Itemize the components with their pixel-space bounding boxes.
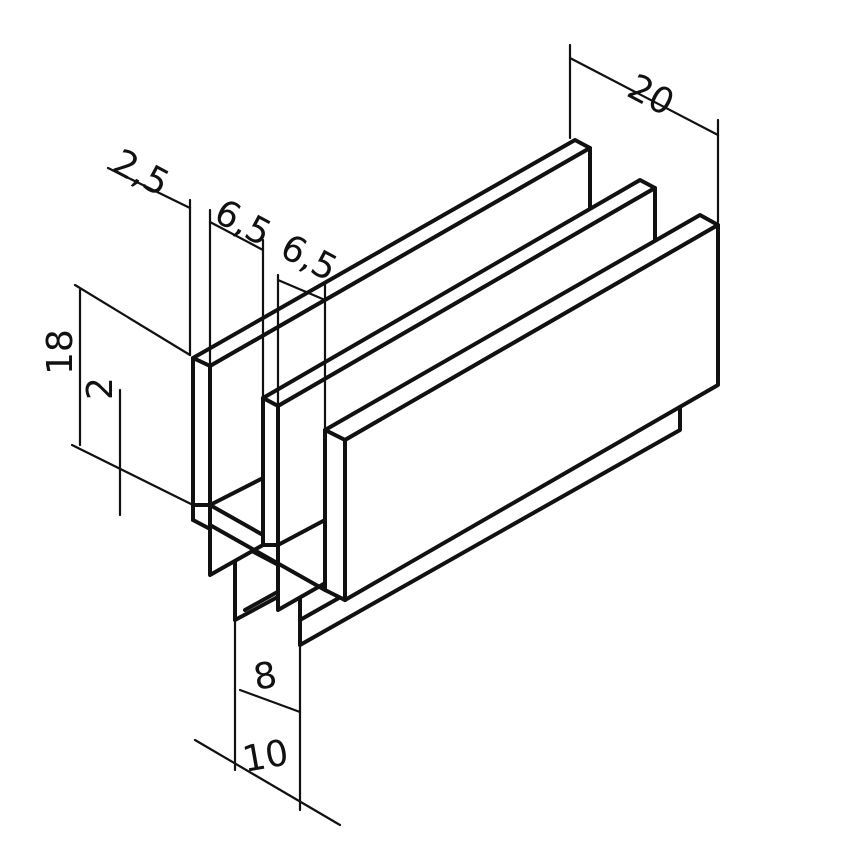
dim-stem-inner: 8 (250, 655, 280, 699)
dim-width-total: 20 (621, 67, 681, 125)
dim-base-thickness: 2 (80, 377, 121, 400)
dim-channel-1: 6,5 (208, 192, 278, 255)
dim-height: 18 (40, 329, 81, 375)
dim-stem-outer: 10 (239, 733, 291, 781)
dimension-lines (70, 43, 720, 827)
front-wall (323, 213, 720, 602)
